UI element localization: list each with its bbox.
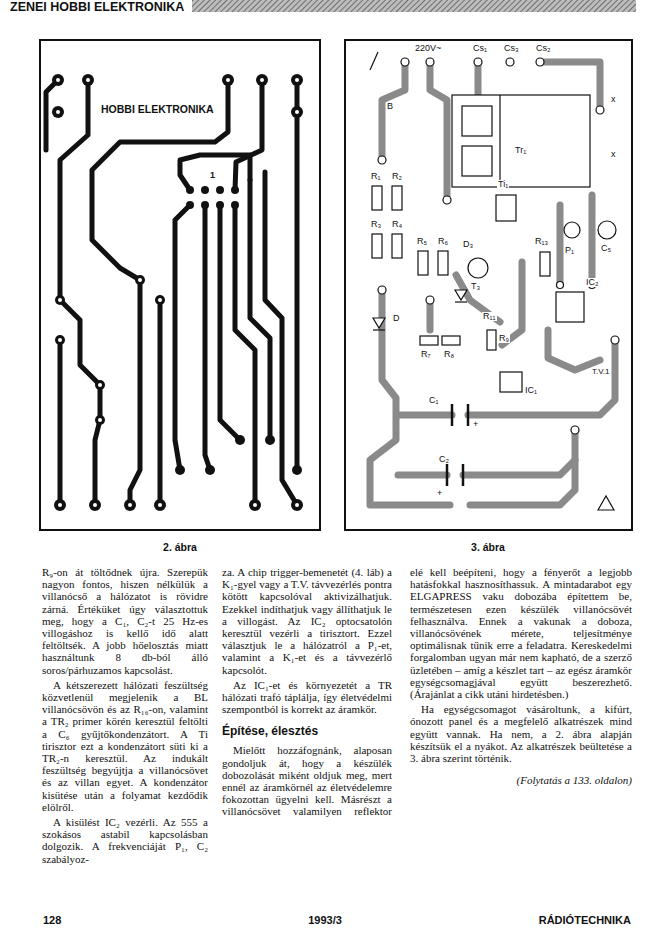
part-label: R₉ (498, 334, 510, 343)
part-label: 1 (209, 171, 216, 180)
text-column: R₉-on át töltődnek újra. Szerepük nagyon… (42, 566, 208, 906)
body-paragraph: za. A chip trigger-bemenetét (4. láb) a … (222, 566, 392, 676)
page-header: ZENEI HOBBI ELEKTRONIKA (10, 0, 184, 14)
text-column: za. A chip trigger-bemenetét (4. láb) a … (222, 566, 392, 906)
part-label: R₃ (370, 220, 382, 229)
part-label: IC₁ (524, 386, 538, 395)
part-label: C₅ (600, 244, 612, 253)
body-paragraph: A kisülést IC₂ vezérli. Az 555 a szokáso… (42, 816, 208, 865)
part-label: T.V.1 (591, 368, 611, 376)
part-label: T₃ (470, 282, 481, 291)
continuation-note: (Folytatás a 133. oldalon) (410, 774, 632, 786)
figure-caption: 2. ábra (162, 542, 198, 553)
part-label: Cs₁ (472, 44, 488, 53)
part-label: D₃ (462, 240, 474, 249)
part-label: P₁ (564, 246, 575, 255)
page-number: 128 (42, 915, 62, 927)
body-paragraph: R₉-on át töltődnek újra. Szerepük nagyon… (42, 566, 208, 676)
part-label: x (610, 95, 617, 104)
pcb-track-layout (40, 40, 320, 530)
part-label: 220V~ (414, 44, 442, 53)
part-label: R₂ (391, 172, 403, 181)
part-label: D (392, 314, 401, 323)
magazine-name: RÁDIÓTECHNIKA (538, 915, 632, 927)
part-label: C₁ (428, 396, 440, 405)
part-label: IC₂ (585, 278, 600, 287)
header-band (192, 0, 636, 12)
text-column: elé kell beépíteni, hogy a fényerőt a le… (410, 566, 632, 906)
part-label: R₁ (370, 172, 382, 181)
body-paragraph: elé kell beépíteni, hogy a fényerőt a le… (410, 566, 632, 700)
part-label: R₆ (437, 237, 449, 246)
part-label: + (472, 420, 479, 429)
part-label: + (436, 489, 443, 498)
part-label: Tr₁ (514, 146, 527, 155)
part-label: R₄ (391, 220, 403, 229)
part-label: R₅ (416, 237, 428, 246)
part-label: B (386, 102, 394, 111)
part-label: C₂ (438, 455, 450, 464)
part-label: R₁₁ (482, 312, 497, 321)
component-layout (345, 40, 632, 530)
section-heading: Építése, élesztés (222, 724, 392, 738)
part-label: x (610, 150, 617, 159)
body-paragraph: Mielőtt hozzáfognánk, alaposan gondoljuk… (222, 744, 392, 817)
part-label: Ti₁ (497, 180, 509, 189)
part-label: R₇ (420, 350, 432, 359)
part-label: Cs₃ (503, 44, 520, 53)
issue-date: 1993/3 (307, 915, 343, 927)
part-label: HOBBI ELEKTRONIKA (100, 104, 215, 115)
body-paragraph: Az IC₁-et és környezetét a TR hálózati t… (222, 679, 392, 716)
figure-caption: 3. ábra (470, 542, 506, 553)
body-paragraph: A kétszerezett hálózati feszültség közve… (42, 679, 208, 813)
part-label: Cs₂ (535, 44, 552, 53)
part-label: R₈ (443, 350, 455, 359)
part-label: R₁₃ (534, 237, 549, 246)
body-paragraph: Ha egységcsomagot vásároltunk, a kifúrt,… (410, 703, 632, 764)
